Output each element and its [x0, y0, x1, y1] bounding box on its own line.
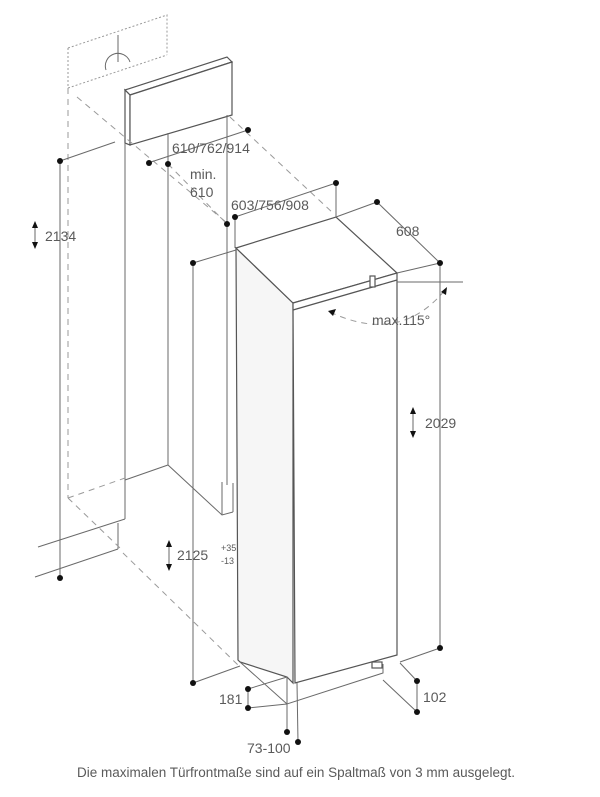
niche-cabinet — [34, 96, 334, 668]
foot-depth-label: 102 — [423, 689, 447, 705]
power-connection-icon — [104, 35, 131, 71]
plinth-depth-label: 73-100 — [247, 740, 291, 756]
min-depth-label: 610 — [190, 184, 214, 200]
plinth-height-label: 181 — [219, 691, 243, 707]
double-arrow-icon — [166, 540, 172, 571]
caption: Die maximalen Türfrontmaße sind auf ein … — [77, 765, 515, 780]
door-swing-arc — [328, 281, 463, 325]
niche-width-label: 610/762/914 — [172, 140, 250, 156]
tolerance-minus: -13 — [221, 556, 234, 566]
appliance-depth-label: 608 — [396, 223, 420, 239]
appliance-height-label: 2029 — [425, 415, 456, 431]
dimension-dots — [57, 127, 443, 745]
min-depth-prefix: min. — [190, 166, 216, 182]
upper-height-label: 2134 — [45, 228, 76, 244]
door-opening-label: max.115° — [372, 312, 430, 328]
door-width-label: 603/756/908 — [231, 197, 309, 213]
dimension-lines — [59, 129, 441, 743]
double-arrow-icon — [32, 221, 38, 249]
double-arrow-icon — [410, 407, 416, 438]
appliance — [234, 216, 399, 705]
height-arrow-icons — [32, 221, 416, 571]
niche-height-label: 2125 — [177, 547, 208, 563]
tolerance-plus: +35 — [221, 543, 236, 553]
upper-cabinet-outline — [67, 14, 168, 498]
top-cover-panel — [123, 56, 234, 146]
